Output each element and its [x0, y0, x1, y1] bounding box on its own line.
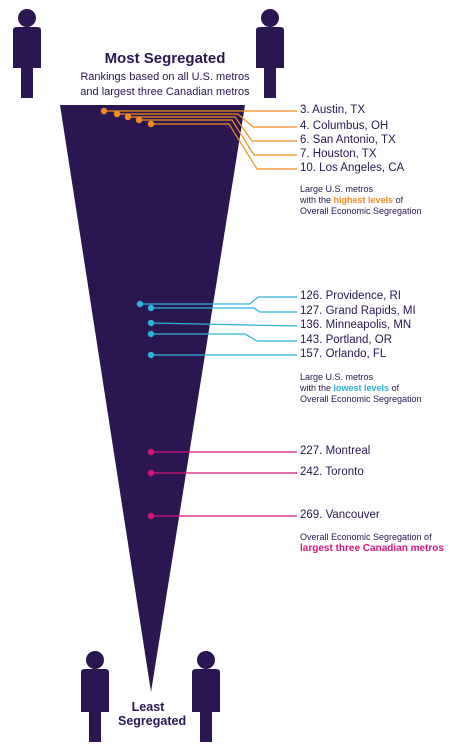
dot-los-angeles: [147, 120, 155, 128]
dot-providence: [136, 300, 144, 308]
leader-houston: [139, 119, 297, 156]
leader-columbus: [117, 113, 297, 128]
rank-label-minneapolis: 136. Minneapolis, MN: [300, 319, 412, 331]
dot-houston: [135, 116, 143, 124]
subtitle-line-1: Rankings based on all U.S. metros: [80, 71, 250, 83]
dot-portland: [147, 330, 155, 338]
note-least-line-3: Overall Economic Segregation: [300, 394, 422, 404]
rank-label-austin: 3. Austin, TX: [300, 104, 365, 116]
person-icon-bottom-right: [192, 651, 220, 742]
least-segregated-label: Least Segregated: [118, 700, 187, 728]
dot-vancouver: [147, 512, 155, 520]
least-label-line-2: Segregated: [118, 714, 187, 728]
rank-label-portland: 143. Portland, OR: [300, 334, 393, 346]
note-most-line-3: Overall Economic Segregation: [300, 206, 422, 216]
dot-austin: [100, 107, 108, 115]
person-icon-top-right: [256, 9, 284, 98]
page-title: Most Segregated: [104, 50, 226, 67]
dot-grand-rapids: [147, 304, 155, 312]
rank-label-toronto: 242. Toronto: [300, 466, 364, 478]
subtitle-line-2: and largest three Canadian metros: [80, 86, 250, 98]
leader-providence: [140, 296, 297, 305]
rank-label-providence: 126. Providence, RI: [300, 290, 402, 302]
subtitle: Rankings based on all U.S. metros and la…: [60, 70, 270, 100]
dot-toronto: [147, 469, 155, 477]
note-least-highlight: lowest levels: [333, 383, 390, 393]
least-label-line-1: Least: [131, 700, 165, 714]
note-most: Large U.S. metros with the highest level…: [300, 184, 422, 217]
note-most-line-2: with the highest levels of: [300, 195, 422, 206]
leader-portland: [151, 333, 297, 342]
note-most-suffix: of: [393, 195, 404, 205]
note-canada: Overall Economic Segregation of largest …: [300, 532, 444, 554]
note-most-line-1: Large U.S. metros: [300, 184, 374, 194]
dot-montreal: [147, 448, 155, 456]
rank-label-los-angeles: 10. Los Angeles, CA: [300, 162, 405, 174]
rank-label-san-antonio: 6. San Antonio, TX: [300, 134, 396, 146]
note-most-highlight: highest levels: [333, 195, 394, 205]
rank-label-houston: 7. Houston, TX: [300, 148, 377, 160]
leader-grand-rapids: [151, 307, 297, 313]
leader-san-antonio: [128, 116, 297, 142]
note-canada-highlight: largest three Canadian metros: [300, 543, 444, 554]
rank-label-orlando: 157. Orlando, FL: [300, 348, 387, 360]
dot-orlando: [147, 351, 155, 359]
rank-label-montreal: 227. Montreal: [300, 445, 371, 457]
note-canada-line-1: Overall Economic Segregation of: [300, 532, 432, 542]
note-least-suffix: of: [389, 383, 400, 393]
note-least: Large U.S. metros with the lowest levels…: [300, 372, 422, 405]
leader-los-angeles: [151, 123, 297, 170]
person-icon-bottom-left: [81, 651, 109, 742]
note-least-line-2: with the lowest levels of: [300, 383, 422, 394]
leader-minneapolis: [150, 322, 298, 327]
note-least-prefix: with the: [300, 383, 334, 393]
note-most-prefix: with the: [300, 195, 334, 205]
rank-label-grand-rapids: 127. Grand Rapids, MI: [300, 305, 416, 317]
segregation-funnel: [60, 105, 245, 692]
dot-minneapolis: [147, 319, 155, 327]
rank-label-vancouver: 269. Vancouver: [300, 509, 380, 521]
rank-label-columbus: 4. Columbus, OH: [300, 120, 389, 132]
person-icon-top-left: [13, 9, 41, 98]
dot-san-antonio: [124, 113, 132, 121]
dot-columbus: [113, 110, 121, 118]
note-least-line-1: Large U.S. metros: [300, 372, 374, 382]
